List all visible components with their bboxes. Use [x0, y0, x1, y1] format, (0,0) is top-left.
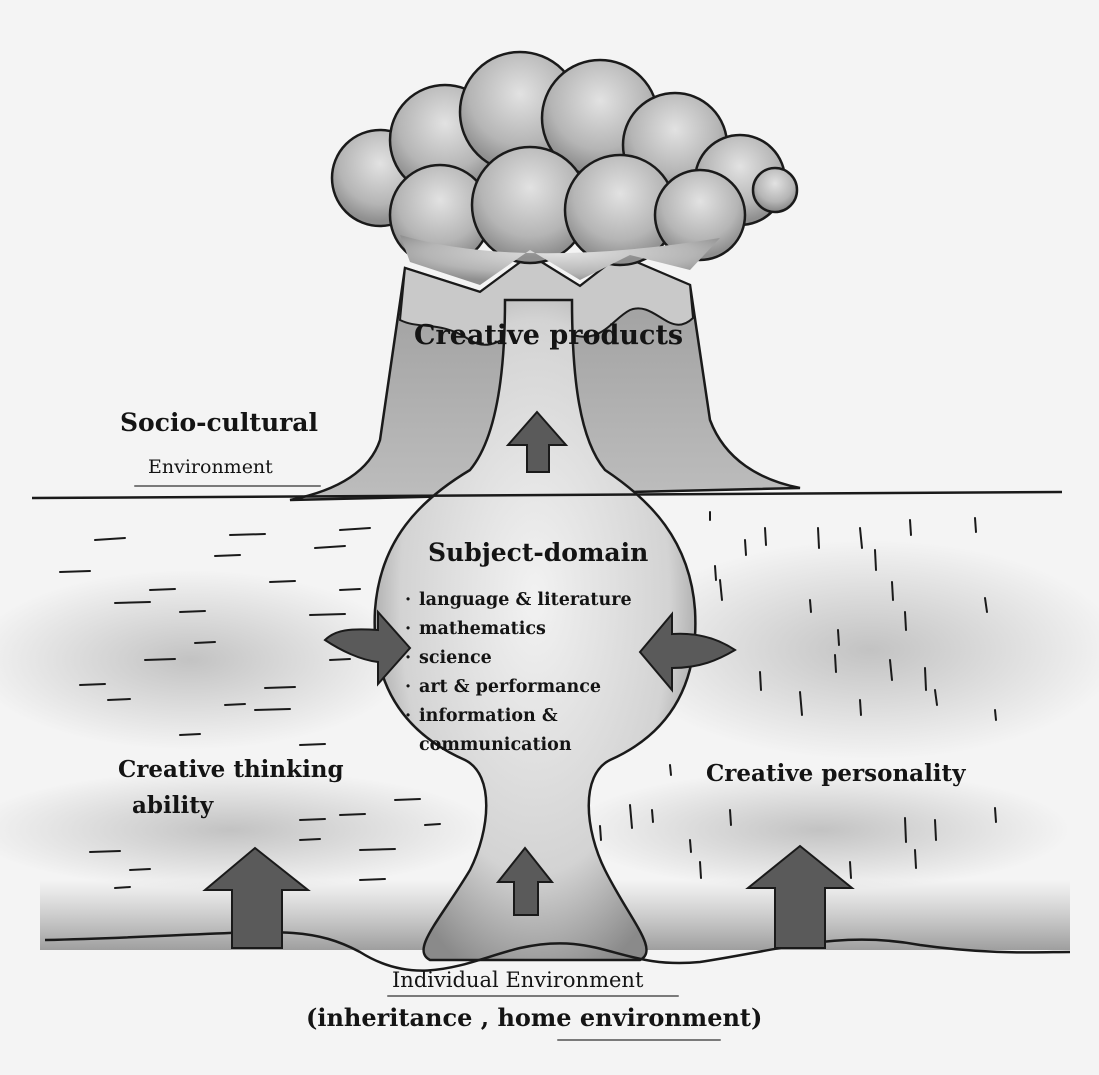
ability-label: ability [132, 794, 213, 817]
creative-personality-label: Creative personality [706, 762, 966, 785]
list-item: ·information & [405, 702, 632, 731]
inheritance-home-label: (inheritance , home environment) [306, 1006, 762, 1030]
eruption-cloud [332, 52, 797, 285]
subject-domain-list: ·language & literature ·mathematics ·sci… [405, 586, 632, 760]
list-item: ·language & literature [405, 586, 632, 615]
list-item: communication [405, 731, 632, 760]
individual-environment-label: Individual Environment [392, 970, 643, 991]
list-item: ·art & performance [405, 673, 632, 702]
socio-cultural-label: Socio-cultural [120, 410, 318, 435]
subject-domain-label: Subject-domain [428, 540, 648, 565]
creative-products-label: Creative products [414, 322, 683, 349]
environment-label: Environment [148, 458, 273, 477]
creative-thinking-label: Creative thinking [118, 758, 344, 781]
list-item: ·mathematics [405, 615, 632, 644]
list-item: ·science [405, 644, 632, 673]
